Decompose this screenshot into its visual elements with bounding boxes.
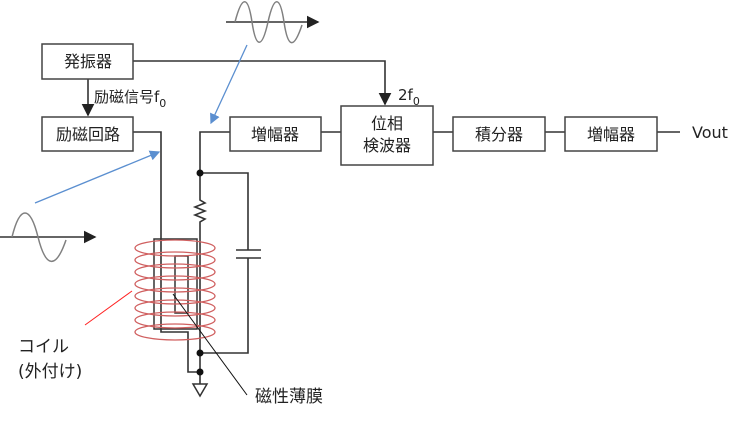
amplifier1-label: 増幅器 [251, 125, 299, 144]
pointer-arrow [34, 150, 161, 204]
film-leader-line [172, 293, 248, 396]
junction-dot [196, 169, 204, 177]
phase-detector-label-2: 検波器 [363, 136, 411, 155]
phase-detector-label-1: 位相 [371, 114, 403, 133]
second-harmonic-label: 2f0 [398, 86, 420, 108]
integrator-block: 積分器 [452, 116, 546, 152]
junction-dot [196, 368, 204, 376]
oscillator-label: 発振器 [64, 52, 112, 71]
ground-icon [191, 383, 209, 398]
junction-dot [196, 349, 204, 357]
film-substrate [153, 238, 198, 330]
sine-wave-input [0, 212, 97, 262]
coil-external-label: (外付け) [18, 362, 82, 382]
phase-detector-block: 位相 検波器 [340, 105, 434, 166]
excitation-circuit-label: 励磁回路 [56, 125, 120, 144]
excitation-circuit-block: 励磁回路 [41, 116, 134, 152]
excitation-signal-label: 励磁信号f0 [94, 88, 166, 110]
magnetic-film-label: 磁性薄膜 [255, 387, 323, 407]
amplifier2-block: 増幅器 [564, 116, 658, 152]
integrator-label: 積分器 [475, 125, 523, 144]
amplifier1-block: 増幅器 [229, 116, 322, 152]
coil [134, 239, 216, 341]
coil-leader-line [84, 290, 133, 326]
sine-wave-output [226, 1, 320, 44]
wiring [81, 60, 680, 398]
vout-label: Vout [692, 123, 728, 142]
oscillator-block: 発振器 [41, 43, 134, 80]
amplifier2-label: 増幅器 [587, 125, 635, 144]
coil-label: コイル [18, 337, 69, 357]
pointer-arrow [210, 44, 248, 125]
